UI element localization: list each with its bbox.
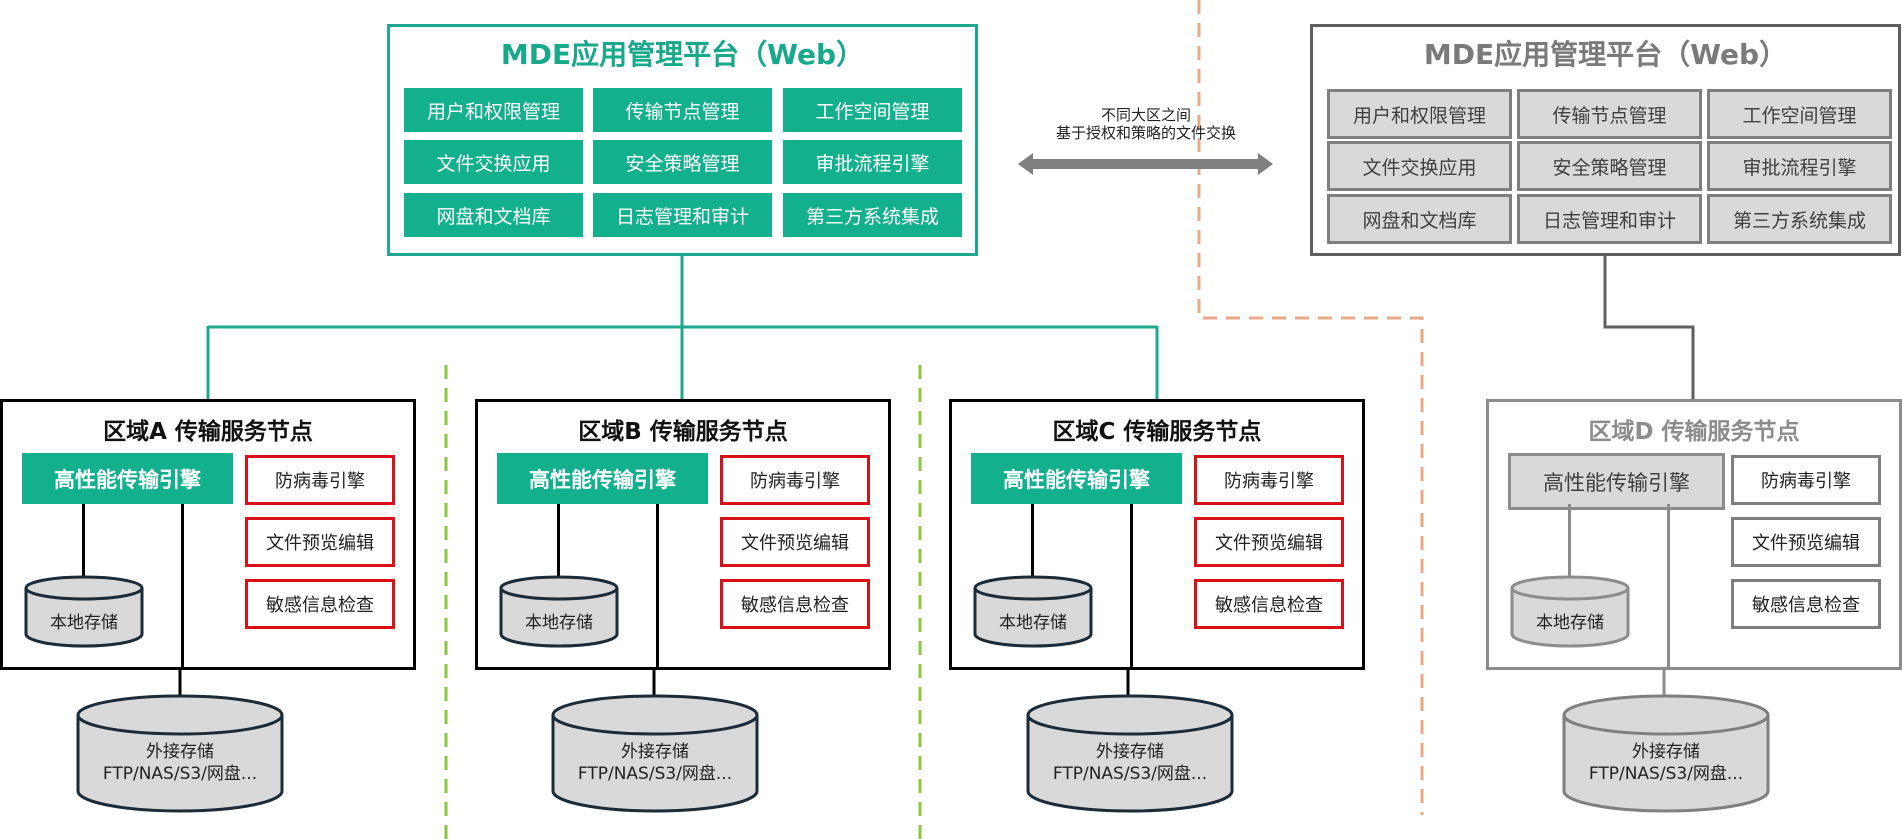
engine-to-external-link <box>656 504 659 670</box>
service-antivirus[interactable]: 防病毒引擎 <box>1731 455 1881 505</box>
module-netdisk-docs[interactable]: 网盘和文档库 <box>404 193 583 237</box>
transfer-engine[interactable]: 高性能传输引擎 <box>497 453 708 504</box>
local-storage-label: 本地存储 <box>999 613 1067 633</box>
local-storage-label: 本地存储 <box>1536 613 1604 633</box>
region-title: 区域B 传输服务节点 <box>578 419 788 445</box>
platform-title: MDE应用管理平台（Web） <box>1423 38 1788 71</box>
service-sensitive-check[interactable]: 敏感信息检查 <box>1194 579 1344 629</box>
region-b-node: 区域B 传输服务节点 高性能传输引擎 防病毒引擎 文件预览编辑 敏感信息检查 本… <box>475 399 891 670</box>
service-sensitive-check[interactable]: 敏感信息检查 <box>245 579 395 629</box>
external-storage-title: 外接存储 <box>1632 742 1700 762</box>
engine-to-local-link <box>1031 504 1034 576</box>
primary-platform: MDE应用管理平台（Web） 用户和权限管理 传输节点管理 工作空间管理 文件交… <box>387 24 978 256</box>
region-title: 区域D 传输服务节点 <box>1588 419 1800 445</box>
exchange-label-line1: 不同大区之间 <box>1100 106 1191 124</box>
module-user-permission[interactable]: 用户和权限管理 <box>1327 89 1512 139</box>
module-security-policy[interactable]: 安全策略管理 <box>1517 141 1702 191</box>
transfer-engine[interactable]: 高性能传输引擎 <box>1508 453 1725 510</box>
external-storage-d: 外接存储 FTP/NAS/S3/网盘... <box>1561 693 1771 815</box>
external-storage-title: 外接存储 <box>621 742 689 762</box>
external-storage-types: FTP/NAS/S3/网盘... <box>1588 764 1744 784</box>
service-file-preview[interactable]: 文件预览编辑 <box>245 517 395 567</box>
local-storage-label: 本地存储 <box>525 613 593 633</box>
module-third-party[interactable]: 第三方系统集成 <box>783 193 962 237</box>
external-storage-label: 外接存储 FTP/NAS/S3/网盘... <box>1561 741 1771 785</box>
external-storage-types: FTP/NAS/S3/网盘... <box>1052 764 1208 784</box>
transfer-engine[interactable]: 高性能传输引擎 <box>22 453 233 504</box>
module-approval-workflow[interactable]: 审批流程引擎 <box>783 140 962 184</box>
local-storage-cylinder <box>499 575 619 648</box>
module-user-permission[interactable]: 用户和权限管理 <box>404 88 583 132</box>
module-approval-workflow[interactable]: 审批流程引擎 <box>1707 141 1892 191</box>
external-storage-c: 外接存储 FTP/NAS/S3/网盘... <box>1025 693 1235 815</box>
external-storage-cylinder <box>551 694 759 813</box>
service-file-preview[interactable]: 文件预览编辑 <box>720 517 870 567</box>
engine-to-external-link <box>1667 504 1670 670</box>
external-storage-title: 外接存储 <box>1096 742 1164 762</box>
service-antivirus[interactable]: 防病毒引擎 <box>245 455 395 505</box>
service-sensitive-check[interactable]: 敏感信息检查 <box>1731 579 1881 629</box>
platform-title: MDE应用管理平台（Web） <box>500 38 865 71</box>
service-file-preview[interactable]: 文件预览编辑 <box>1731 517 1881 567</box>
engine-to-local-link <box>82 504 85 576</box>
module-log-audit[interactable]: 日志管理和审计 <box>593 193 772 237</box>
module-workspace[interactable]: 工作空间管理 <box>1707 89 1892 139</box>
module-security-policy[interactable]: 安全策略管理 <box>593 140 772 184</box>
engine-to-local-link <box>1568 504 1571 576</box>
external-storage-cylinder <box>76 694 284 813</box>
module-file-exchange[interactable]: 文件交换应用 <box>404 140 583 184</box>
engine-to-external-link <box>181 504 184 670</box>
region-a-node: 区域A 传输服务节点 高性能传输引擎 防病毒引擎 文件预览编辑 敏感信息检查 本… <box>0 399 416 670</box>
service-antivirus[interactable]: 防病毒引擎 <box>720 455 870 505</box>
external-storage-cylinder <box>1562 694 1770 813</box>
local-storage-cylinder <box>24 575 144 648</box>
remote-platform: MDE应用管理平台（Web） 用户和权限管理 传输节点管理 工作空间管理 文件交… <box>1310 24 1901 256</box>
exchange-double-arrow <box>1018 153 1273 175</box>
module-node-management[interactable]: 传输节点管理 <box>1517 89 1702 139</box>
region-title: 区域A 传输服务节点 <box>103 419 313 445</box>
region-d-node: 区域D 传输服务节点 高性能传输引擎 防病毒引擎 文件预览编辑 敏感信息检查 本… <box>1486 399 1902 670</box>
local-storage-label: 本地存储 <box>50 613 118 633</box>
engine-to-external-link <box>1130 504 1133 670</box>
remote-platform-connector <box>1603 255 1695 401</box>
external-storage-label: 外接存储 FTP/NAS/S3/网盘... <box>550 741 760 785</box>
external-storage-label: 外接存储 FTP/NAS/S3/网盘... <box>75 741 285 785</box>
engine-to-local-link <box>557 504 560 576</box>
module-netdisk-docs[interactable]: 网盘和文档库 <box>1327 194 1512 244</box>
external-storage-label: 外接存储 FTP/NAS/S3/网盘... <box>1025 741 1235 785</box>
exchange-label: 不同大区之间 基于授权和策略的文件交换 <box>1030 106 1262 142</box>
module-log-audit[interactable]: 日志管理和审计 <box>1517 194 1702 244</box>
local-storage-cylinder <box>1510 575 1630 648</box>
module-file-exchange[interactable]: 文件交换应用 <box>1327 141 1512 191</box>
large-region-separator <box>1197 0 1424 815</box>
external-storage-types: FTP/NAS/S3/网盘... <box>102 764 258 784</box>
transfer-engine[interactable]: 高性能传输引擎 <box>971 453 1182 504</box>
exchange-label-line2: 基于授权和策略的文件交换 <box>1055 124 1236 142</box>
service-antivirus[interactable]: 防病毒引擎 <box>1194 455 1344 505</box>
module-node-management[interactable]: 传输节点管理 <box>593 88 772 132</box>
module-workspace[interactable]: 工作空间管理 <box>783 88 962 132</box>
module-third-party[interactable]: 第三方系统集成 <box>1707 194 1892 244</box>
external-storage-b: 外接存储 FTP/NAS/S3/网盘... <box>550 693 760 815</box>
external-storage-cylinder <box>1026 694 1234 813</box>
service-file-preview[interactable]: 文件预览编辑 <box>1194 517 1344 567</box>
local-storage-cylinder <box>973 575 1093 648</box>
external-storage-types: FTP/NAS/S3/网盘... <box>577 764 733 784</box>
region-c-node: 区域C 传输服务节点 高性能传输引擎 防病毒引擎 文件预览编辑 敏感信息检查 本… <box>949 399 1365 670</box>
service-sensitive-check[interactable]: 敏感信息检查 <box>720 579 870 629</box>
primary-platform-connector <box>206 255 1159 401</box>
region-title: 区域C 传输服务节点 <box>1052 419 1262 445</box>
external-storage-title: 外接存储 <box>146 742 214 762</box>
external-storage-a: 外接存储 FTP/NAS/S3/网盘... <box>75 693 285 815</box>
